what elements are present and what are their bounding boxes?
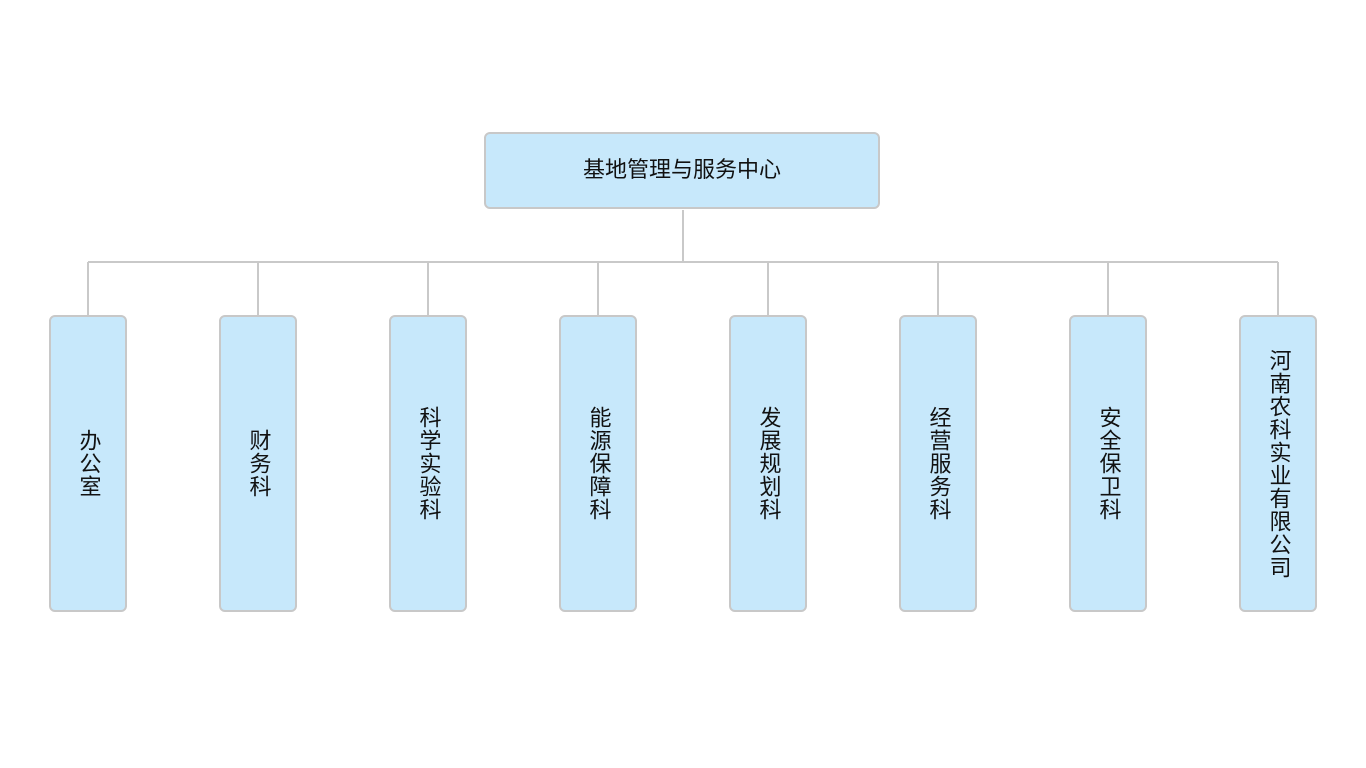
department-node-energy-support: 能源保障科 bbox=[559, 315, 637, 612]
department-label: 河南农科实业有限公司 bbox=[1265, 348, 1291, 579]
department-node-security: 安全保卫科 bbox=[1069, 315, 1147, 612]
department-label: 安全保卫科 bbox=[1095, 406, 1121, 521]
department-label: 发展规划科 bbox=[755, 406, 781, 521]
department-label: 办公室 bbox=[75, 429, 101, 498]
department-node-development-planning: 发展规划科 bbox=[729, 315, 807, 612]
department-node-science-experiment: 科学实验科 bbox=[389, 315, 467, 612]
department-label: 财务科 bbox=[245, 429, 271, 498]
department-node-business-service: 经营服务科 bbox=[899, 315, 977, 612]
root-node-label: 基地管理与服务中心 bbox=[582, 157, 781, 183]
root-node: 基地管理与服务中心 bbox=[484, 132, 880, 209]
department-node-company: 河南农科实业有限公司 bbox=[1239, 315, 1317, 612]
department-label: 经营服务科 bbox=[925, 406, 951, 521]
department-node-finance: 财务科 bbox=[219, 315, 297, 612]
department-node-office: 办公室 bbox=[49, 315, 127, 612]
department-label: 科学实验科 bbox=[415, 406, 441, 521]
department-label: 能源保障科 bbox=[585, 406, 611, 521]
